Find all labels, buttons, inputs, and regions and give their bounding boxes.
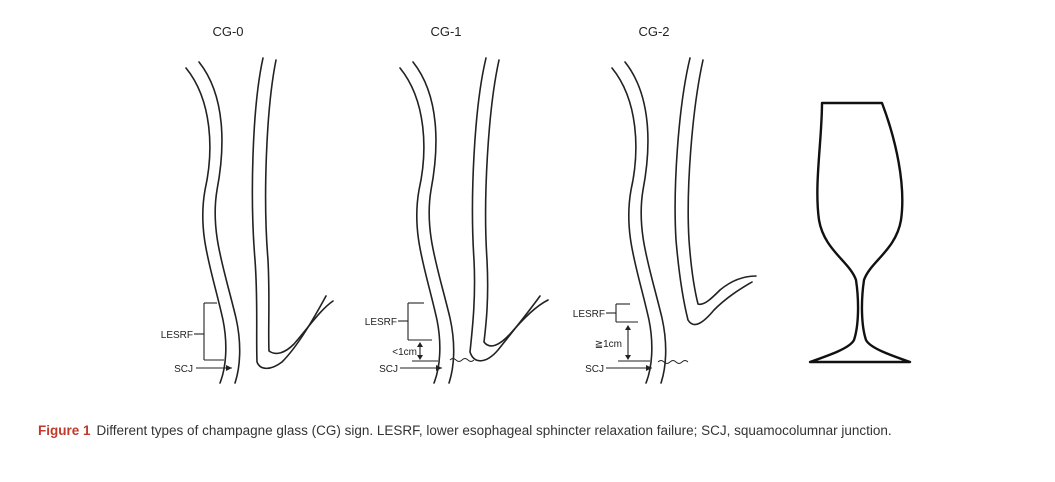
annotation-brackets-cg-1 <box>398 302 475 371</box>
esophagus-drawing-cg-1 <box>399 57 549 384</box>
panel-cg-0: CG-0 LESRF SCJ <box>161 24 334 384</box>
caption-text: Different types of champagne glass (CG) … <box>96 423 892 438</box>
scj-label-cg-0: SCJ <box>174 364 193 375</box>
lesrf-label-cg-2: LESRF <box>573 309 605 320</box>
esophagus-drawing-cg-2 <box>611 57 757 384</box>
gap-label-cg-1: <1cm <box>392 347 417 358</box>
scj-label-cg-2: SCJ <box>585 364 604 375</box>
gap-label-cg-2: ≧1cm <box>595 339 622 350</box>
esophagus-drawing-cg-0 <box>185 57 334 384</box>
panel-title-cg-0: CG-0 <box>212 24 243 39</box>
figure-caption: Figure 1 Different types of champagne gla… <box>38 420 1028 441</box>
annotation-brackets-cg-2 <box>606 303 689 371</box>
annotation-brackets-cg-0 <box>194 302 232 371</box>
lesrf-label-cg-0: LESRF <box>161 330 193 341</box>
champagne-glass-drawing <box>808 101 912 364</box>
figure-illustration: CG-0 LESRF SCJ CG-1 <box>161 24 912 384</box>
panel-cg-1: CG-1 LESRF <1cm SCJ <box>365 24 549 384</box>
scj-label-cg-1: SCJ <box>379 364 398 375</box>
lesrf-label-cg-1: LESRF <box>365 317 397 328</box>
panel-title-cg-1: CG-1 <box>430 24 461 39</box>
panel-title-cg-2: CG-2 <box>638 24 669 39</box>
caption-label: Figure 1 <box>38 423 91 438</box>
panel-cg-2: CG-2 LESRF ≧1cm SCJ <box>573 24 757 384</box>
